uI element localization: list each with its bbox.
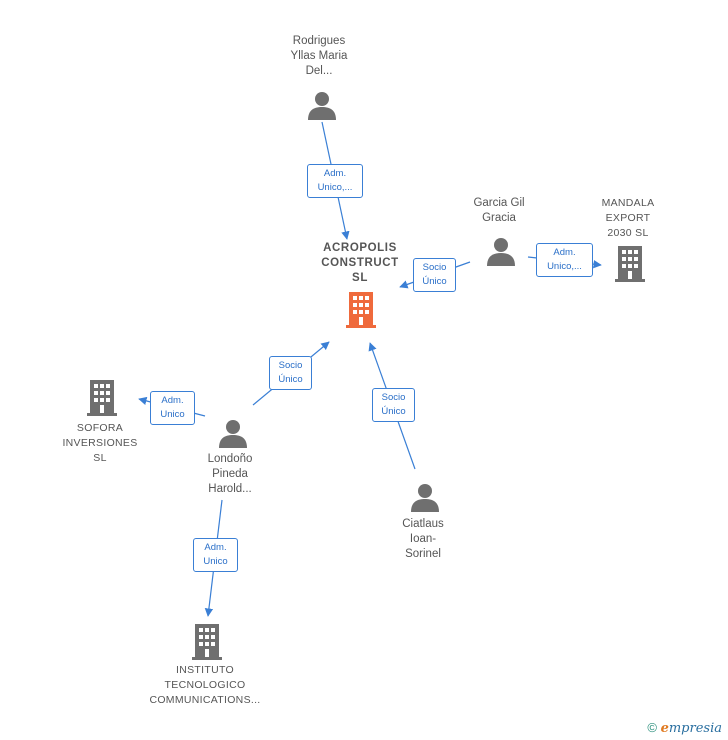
empresia-watermark[interactable]: © empresia bbox=[647, 720, 722, 736]
node-label-garcia[interactable]: Garcia Gil Gracia bbox=[473, 197, 525, 224]
edge-label-rodrigues-acropolis[interactable]: Adm. Unico,... bbox=[307, 164, 363, 198]
edge-label-londono-acropolis[interactable]: Socio Único bbox=[269, 356, 312, 390]
edge-label-garcia-mandala[interactable]: Adm. Unico,... bbox=[536, 243, 593, 277]
edge-label-londono-sofora[interactable]: Adm. Unico bbox=[150, 391, 195, 425]
person-icon-ciatlaus bbox=[411, 484, 439, 512]
brand-logo-text: mpresia bbox=[668, 721, 722, 736]
edge-label-londono-instituto[interactable]: Adm. Unico bbox=[193, 538, 238, 572]
node-label-instituto[interactable]: INSTITUTO TECNOLOGICO COMMUNICATIONS... bbox=[149, 664, 261, 706]
person-icon-londono bbox=[219, 420, 247, 448]
node-label-sofora[interactable]: SOFORA INVERSIONES SL bbox=[62, 422, 138, 464]
person-icon-rodrigues bbox=[308, 92, 336, 120]
node-label-rodrigues[interactable]: Rodrigues Yllas Maria Del... bbox=[290, 35, 348, 77]
node-label-londono[interactable]: Londoño Pineda Harold... bbox=[207, 453, 253, 495]
building-icon-sofora bbox=[87, 380, 117, 416]
copyright-icon: © bbox=[647, 720, 657, 735]
building-icon-mandala bbox=[615, 246, 645, 282]
person-icon-garcia bbox=[487, 238, 515, 266]
edge-label-garcia-acropolis[interactable]: Socio Único bbox=[413, 258, 456, 292]
building-icon-acropolis bbox=[346, 292, 376, 328]
brand-logo-e: e bbox=[660, 721, 669, 736]
building-icon-instituto bbox=[192, 624, 222, 660]
node-label-mandala[interactable]: MANDALA EXPORT 2030 SL bbox=[601, 197, 655, 239]
node-label-acropolis[interactable]: ACROPOLIS CONSTRUCT SL bbox=[321, 242, 399, 284]
edge-label-ciatlaus-acropolis[interactable]: Socio Único bbox=[372, 388, 415, 422]
node-label-ciatlaus[interactable]: Ciatlaus Ioan- Sorinel bbox=[402, 518, 444, 560]
